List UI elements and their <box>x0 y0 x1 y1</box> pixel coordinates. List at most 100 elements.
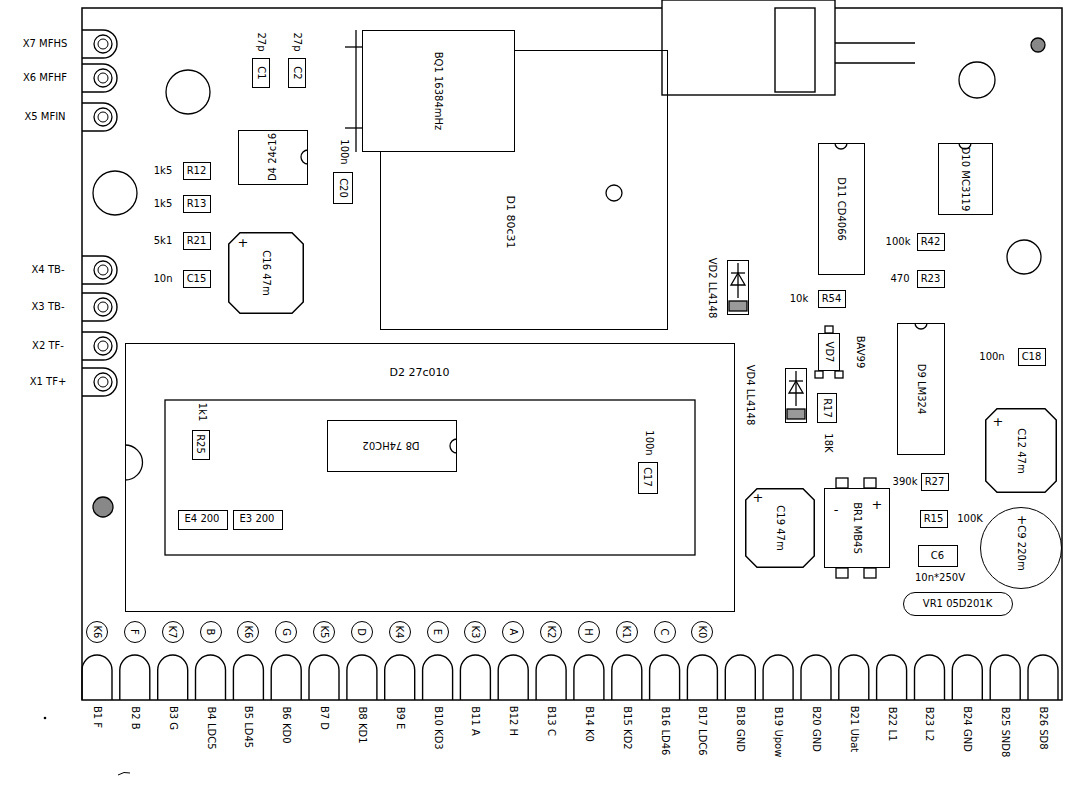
component-label: VR1 05D201K <box>923 598 992 610</box>
pin-name: B5 LD45 <box>243 706 255 748</box>
pin-letter: A <box>507 628 519 635</box>
pin-name: B24 GND <box>962 706 974 752</box>
value-label: 470 <box>890 273 909 285</box>
component-label: R12 <box>187 165 207 177</box>
component-label: R23 <box>921 273 941 285</box>
component-label: R21 <box>187 235 207 247</box>
component-outline: D8 74HC02 <box>327 420 457 472</box>
component-outline: E3 200 <box>233 510 283 530</box>
pin-name: B3 G <box>167 706 179 730</box>
polarity-mark: + <box>753 491 764 506</box>
component-outline: D11 CD4066 <box>818 143 865 275</box>
pin-name: B8 KD1 <box>356 706 368 743</box>
pin-name: B4 LDC5 <box>205 706 217 749</box>
component-outline: R17 <box>817 393 837 423</box>
component-label: C2 <box>291 66 303 79</box>
component-label: R13 <box>187 198 207 210</box>
value-label: 27p <box>255 32 267 51</box>
value-label: 1k5 <box>154 165 173 177</box>
component-label: C9 220m <box>1015 525 1027 570</box>
component-outline: R13 <box>183 195 211 213</box>
pin-letter: K4 <box>393 625 405 638</box>
connector-pin: F <box>124 621 146 643</box>
component-label: C15 <box>187 273 207 285</box>
connector-label: X2 TF- <box>32 340 64 352</box>
component-label: D4 24c16 <box>267 133 279 181</box>
value-label: 100n <box>643 430 655 455</box>
pin-name: B1 F <box>91 706 103 728</box>
polarity-mark: + <box>993 415 1004 430</box>
component-outline: D4 24c16 <box>238 130 308 185</box>
component-outline: R42 <box>917 233 945 251</box>
connector-pin: K2 <box>540 621 562 643</box>
value-label: 100n <box>979 351 1004 363</box>
connector-pin: G <box>275 621 297 643</box>
value-label: 1k5 <box>154 198 173 210</box>
pin-letter: K2 <box>545 625 557 638</box>
polarity-mark: - <box>834 503 839 518</box>
stray-mark <box>44 717 47 720</box>
value-label: 390k <box>893 476 918 488</box>
connector-pin: K4 <box>389 621 411 643</box>
connector-pin: D <box>351 621 373 643</box>
component-label: R27 <box>925 476 945 488</box>
pin-name: B22 L1 <box>886 706 898 741</box>
pin-name: B17 LDC6 <box>697 706 709 755</box>
top-connector <box>662 0 915 95</box>
pin-name: B9 E <box>394 706 406 729</box>
connector-pin: C <box>654 621 676 643</box>
pin-name: B20 GND <box>810 706 822 752</box>
polarity-mark: + <box>872 498 883 513</box>
component-label: C17 <box>641 467 653 487</box>
board-outline <box>82 8 1062 700</box>
component-outline: BQ1 16384mHz <box>362 30 515 152</box>
component-outline: C17 <box>638 462 658 494</box>
component-outline: D9 LM324 <box>897 323 945 455</box>
mounting-holes <box>93 38 1045 517</box>
value-label: 100k <box>886 236 911 248</box>
connector-label: X1 TF+ <box>30 376 67 388</box>
component-outline: R12 <box>183 162 211 180</box>
component-label: D11 CD4066 <box>835 177 847 241</box>
component-label: D2 27c010 <box>389 366 449 379</box>
stray-mark <box>118 772 130 775</box>
component-outline: C2 <box>288 58 306 88</box>
component-outline: VD2 LL4148 <box>727 260 749 315</box>
connector-label: X4 TB- <box>32 264 65 276</box>
component-label: C16 47m <box>260 250 272 295</box>
connector-pin: K1 <box>616 621 638 643</box>
component-outline: D2 27c010 D8 74HC02 R25C17 E4 200 E3 200 <box>125 343 735 612</box>
connector-pin: K0 <box>691 621 713 643</box>
pin-letter: G <box>280 628 292 636</box>
component-label: R54 <box>822 293 842 305</box>
connector-pin: K7 <box>162 621 184 643</box>
pin-name: B26 SD8 <box>1037 706 1049 749</box>
pin-name: B16 LD46 <box>659 706 671 755</box>
connector-pin: H <box>578 621 600 643</box>
component-label: D10 MC3119 <box>959 146 971 211</box>
pin-name: B12 H <box>507 706 519 736</box>
connector-pin: K5 <box>313 621 335 643</box>
component-label: VD4 LL4148 <box>744 364 756 425</box>
value-label: 10k <box>790 293 809 305</box>
polarity-mark: + <box>1017 513 1028 528</box>
pin-letter: K7 <box>166 625 178 638</box>
component-outline: E4 200 <box>178 510 228 530</box>
connector-label: X5 MFIN <box>24 111 65 123</box>
component-outline: R21 <box>183 232 211 250</box>
pin-letter: D <box>356 628 368 636</box>
connector-pin: E <box>427 621 449 643</box>
connector-pin: B <box>200 621 222 643</box>
component-label: C12 47m <box>1015 428 1027 473</box>
value-label: 18K <box>822 433 834 452</box>
component-label: R25 <box>194 434 206 454</box>
component-label: D8 74HC02 <box>362 439 419 451</box>
pin-letter: F <box>129 629 141 635</box>
connector-pin: K6 <box>237 621 259 643</box>
component-outline: VD7 <box>818 333 840 371</box>
value-label: 27p <box>291 32 303 51</box>
component-label: E4 200 <box>185 513 220 525</box>
component-outline: VR1 05D201K <box>903 592 1013 616</box>
pin-letter: K6 <box>91 625 103 638</box>
